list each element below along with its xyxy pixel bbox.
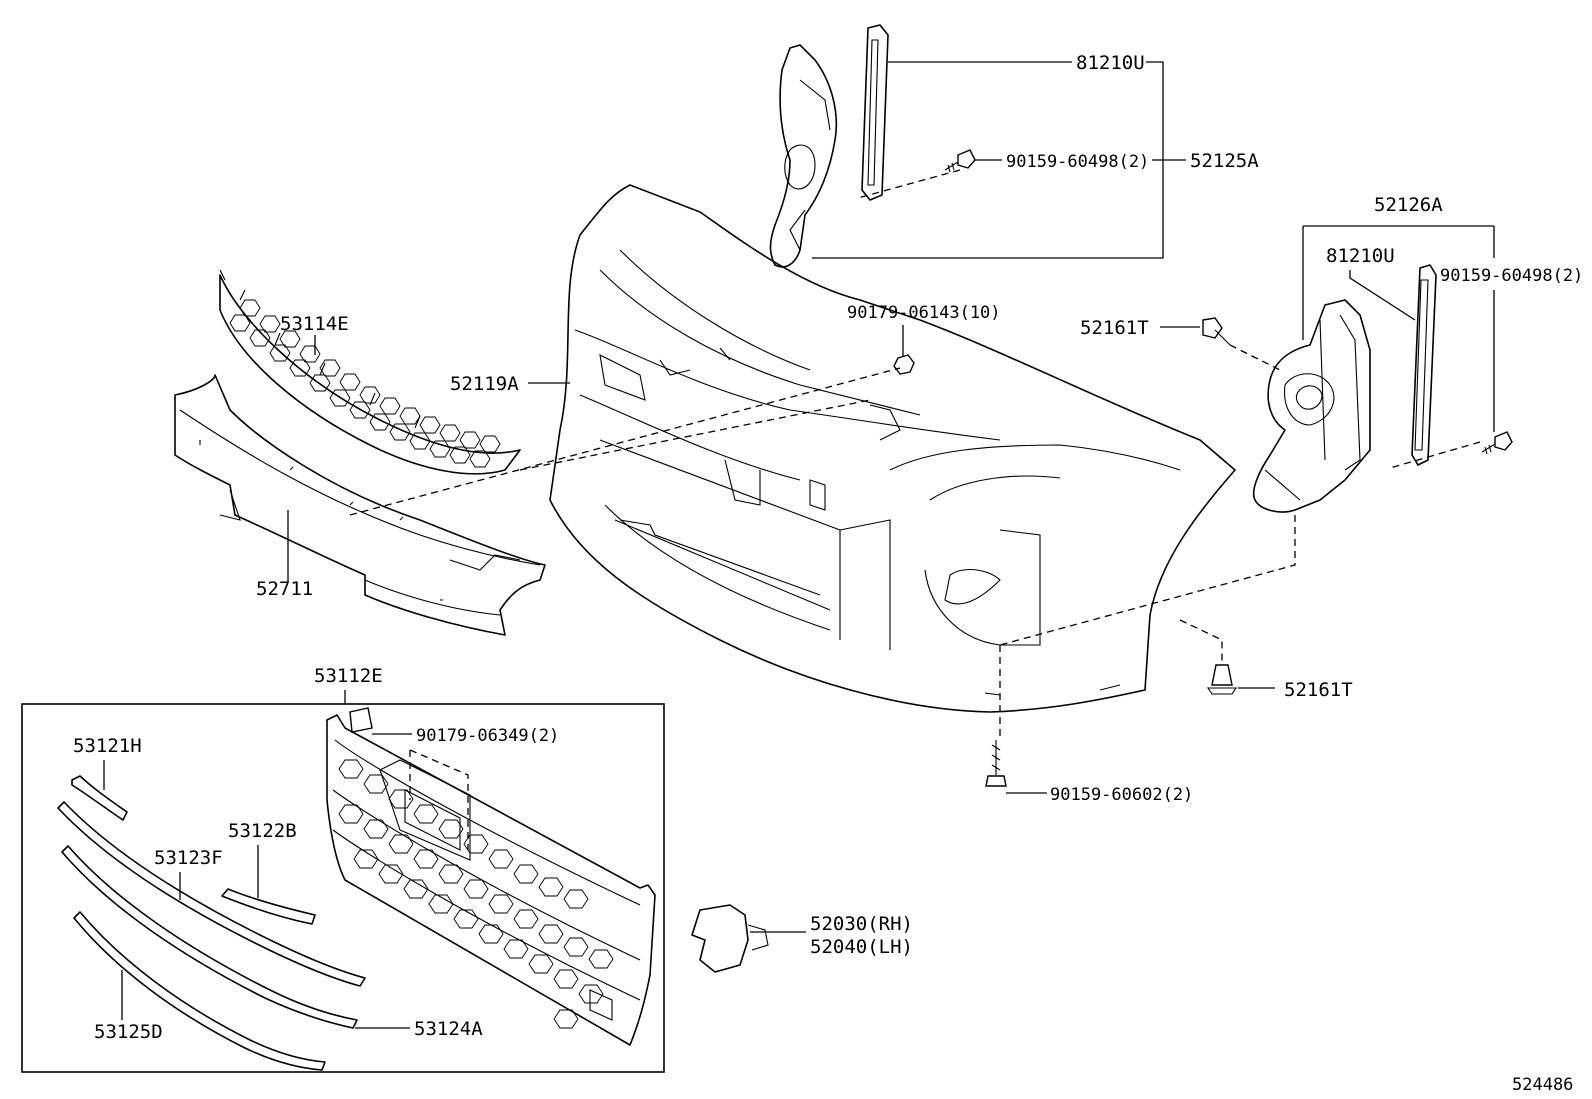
molding-53124a[interactable] xyxy=(61,845,358,1029)
label-52125a: 52125A xyxy=(1190,150,1259,172)
label-53124a: 53124A xyxy=(414,1018,483,1040)
label-90159-60602: 90159-60602(2) xyxy=(1050,785,1193,805)
screw-90159-60498-right[interactable] xyxy=(1481,431,1513,455)
label-53122b: 53122B xyxy=(228,820,297,842)
grille-53112e[interactable] xyxy=(326,714,656,1046)
label-52030-rh: 52030(RH) xyxy=(810,913,913,935)
bracket-90179-06349[interactable] xyxy=(349,707,373,733)
molding-53125d[interactable] xyxy=(73,911,326,1071)
label-90159-60498-right: 90159-60498(2) xyxy=(1440,266,1583,286)
label-53114e: 53114E xyxy=(280,313,349,335)
label-52126a: 52126A xyxy=(1374,194,1443,216)
label-52711: 52711 xyxy=(256,578,313,600)
label-90179-06349: 90179-06349(2) xyxy=(416,726,559,746)
label-53112e: 53112E xyxy=(314,665,383,687)
fog-lamp-bracket-52126a[interactable] xyxy=(1252,299,1371,513)
light-strip-81210u-right[interactable] xyxy=(1411,264,1437,466)
label-53125d: 53125D xyxy=(94,1021,163,1043)
clip-52161t-bottom[interactable] xyxy=(1206,664,1238,695)
lower-absorber-52711[interactable] xyxy=(174,374,546,636)
diagram-id: 524486 xyxy=(1512,1075,1573,1095)
corner-cover-52030-52040[interactable] xyxy=(691,904,769,973)
nut-90179-06143[interactable] xyxy=(893,354,915,375)
leader-lines xyxy=(103,61,1495,1029)
label-90179-06143: 90179-06143(10) xyxy=(847,303,1001,323)
label-52161t-top: 52161T xyxy=(1080,317,1149,339)
label-81210u-right: 81210U xyxy=(1326,245,1395,267)
clip-52161t-top[interactable] xyxy=(1202,317,1231,346)
screw-90159-60498-top[interactable] xyxy=(944,149,976,173)
grille-strip-53114e[interactable] xyxy=(219,269,521,475)
bumper-cover-52119a[interactable] xyxy=(549,184,1236,713)
label-90159-60498-top: 90159-60498(2) xyxy=(1006,152,1149,172)
molding-53123f[interactable] xyxy=(57,801,366,987)
molding-53122b[interactable] xyxy=(221,888,316,925)
screw-90159-60602[interactable] xyxy=(985,740,1007,787)
dashed-assembly-lines xyxy=(349,169,1481,850)
label-53121h: 53121H xyxy=(73,735,142,757)
molding-53121h[interactable] xyxy=(71,775,128,821)
light-strip-81210u-top[interactable] xyxy=(861,24,889,201)
label-53123f: 53123F xyxy=(154,847,223,869)
fog-lamp-bracket-52125a[interactable] xyxy=(769,44,838,268)
grille-assembly-box xyxy=(21,703,665,1073)
label-81210u-top: 81210U xyxy=(1076,52,1145,74)
label-52040-lh: 52040(LH) xyxy=(810,936,913,958)
label-52161t-bottom: 52161T xyxy=(1284,679,1353,701)
label-52119a: 52119A xyxy=(450,373,519,395)
